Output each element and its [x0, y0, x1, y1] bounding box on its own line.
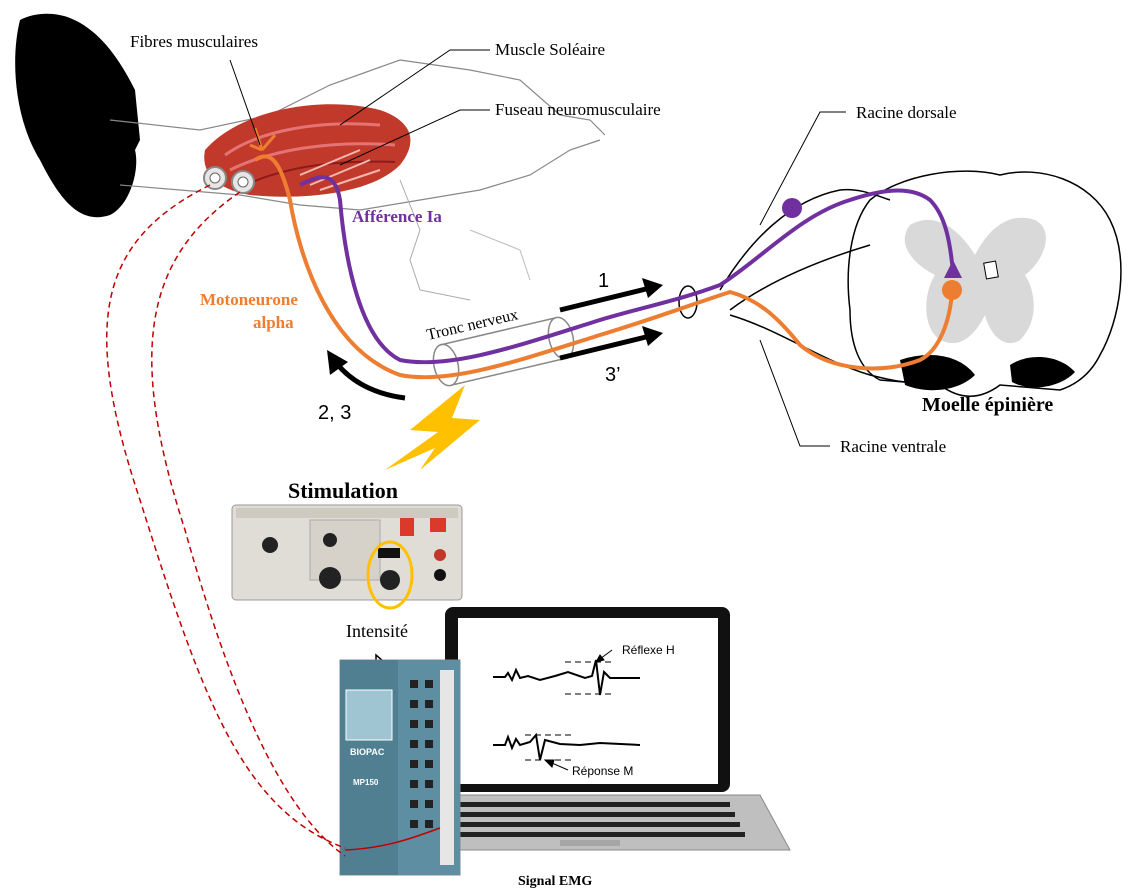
leader-racine-ventrale: [759, 339, 830, 447]
ventral-root-outline: [729, 314, 911, 383]
arrow-1: [559, 278, 663, 313]
biopac-amplifier: [339, 659, 461, 876]
electrode-wire-2: [151, 191, 346, 857]
laptop: [379, 607, 791, 851]
leg-contour-knee: [399, 179, 471, 301]
leader-fibres: [229, 59, 261, 146]
nerve-trunk: [432, 316, 575, 387]
arrow-3prime: [559, 326, 663, 361]
stimulation-bolt-icon: [385, 385, 480, 470]
leg-outline: [15, 13, 606, 301]
intensity-knob-icon: [380, 570, 400, 590]
stimulator-power-red: [430, 518, 446, 532]
label-reponse-m: Réponse M: [572, 764, 633, 778]
label-arrow-1: 1: [598, 270, 609, 292]
laptop-screen: [458, 618, 718, 784]
label-arrow-3prime: 3’: [605, 364, 621, 386]
motoneurone-soma: [942, 280, 962, 300]
afference-synapse-terminal: [944, 260, 962, 278]
motoneurone-alpha-fiber: [253, 154, 954, 380]
label-tronc-nerveux: Tronc nerveux: [425, 306, 520, 344]
label-stimulation: Stimulation: [288, 478, 398, 503]
stimulator-knob-2: [323, 533, 337, 547]
label-arrow-2-3: 2, 3: [318, 402, 351, 424]
label-reflexe-h: Réflexe H: [622, 643, 675, 657]
leader-fuseau: [339, 109, 490, 166]
shoe-silhouette: [15, 13, 140, 218]
stimulator-device: [231, 504, 463, 610]
spinal-cord: [678, 170, 1122, 397]
emg-trace-m: [493, 732, 641, 771]
biopac-brand: BIOPAC: [350, 747, 385, 757]
grey-matter: [904, 217, 1046, 344]
label-racine-dorsale: Racine dorsale: [856, 103, 957, 122]
label-motoneurone: Motoneurone: [200, 290, 298, 309]
electrode-wire-link: [344, 827, 441, 851]
ventral-shadow-right: [1010, 356, 1075, 388]
dorsal-root-ganglion-cell: [782, 198, 802, 218]
central-canal: [983, 260, 999, 280]
stimulator-knob-3: [319, 567, 341, 589]
label-alpha: alpha: [253, 313, 294, 332]
leg-contour-top: [109, 59, 606, 136]
emg-electrodes: [203, 166, 255, 194]
biopac-model: MP150: [353, 778, 379, 787]
emg-trace-h: [493, 649, 640, 696]
intensity-highlight-ring: [366, 540, 414, 610]
dorsal-root-outline-bottom: [729, 244, 871, 311]
ventral-shadow-left: [900, 355, 975, 391]
stimulator-switch-red: [400, 518, 414, 536]
afference-ia-fiber: [299, 175, 955, 365]
arrow-2-3: [327, 350, 406, 401]
label-afference-ia: Afférence Ia: [352, 207, 442, 226]
label-fibres-musculaires: Fibres musculaires: [130, 32, 258, 51]
motor-endplates: [249, 127, 277, 152]
stimulator-knob-1: [262, 537, 278, 553]
electrode-wire-1: [106, 184, 346, 849]
soleus-muscle: [204, 104, 411, 197]
label-intensite: Intensité: [346, 621, 408, 641]
label-moelle-epiniere: Moelle épinière: [922, 394, 1053, 416]
label-fuseau: Fuseau neuromusculaire: [495, 100, 661, 119]
label-signal-emg: Signal EMG: [518, 874, 592, 889]
leg-contour-bottom: [119, 139, 601, 211]
leader-muscle: [339, 49, 490, 126]
leg-contour-detail: [469, 229, 531, 281]
label-racine-ventrale: Racine ventrale: [840, 437, 946, 456]
leader-racine-dorsale: [759, 111, 846, 226]
label-muscle-soleaire: Muscle Soléaire: [495, 40, 605, 59]
stimulator-display: [378, 548, 400, 558]
